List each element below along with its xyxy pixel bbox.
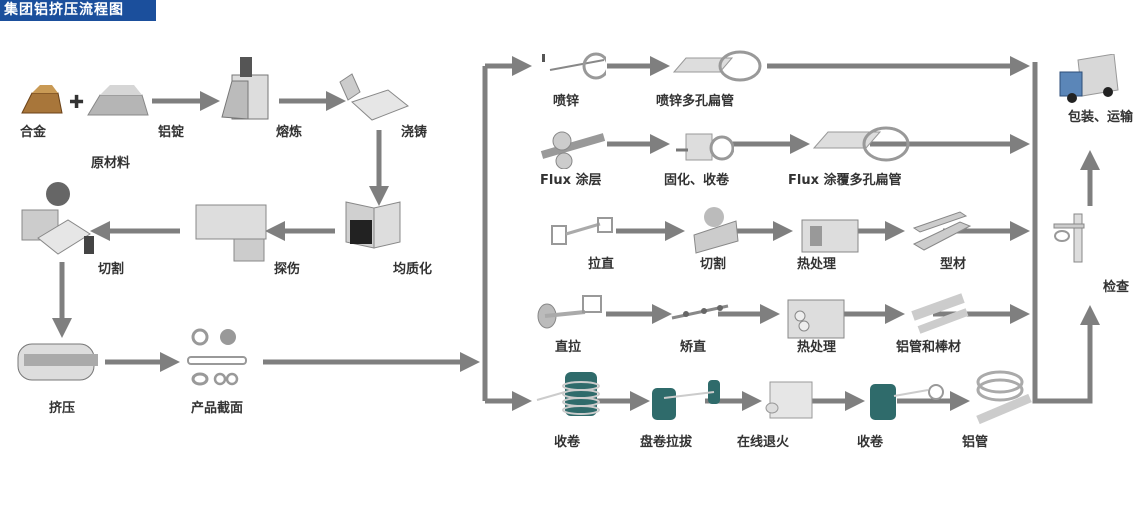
- saw-icon: [21, 182, 94, 255]
- coil-icon: [536, 372, 600, 416]
- label-drawing: 直拉: [555, 340, 582, 355]
- flux-tube-icon: [812, 126, 910, 162]
- casting-icon: [339, 73, 409, 121]
- flux-roller-icon: [540, 131, 606, 169]
- label-flaw-detection: 探伤: [274, 262, 301, 277]
- label-heat-treatment-1: 热处理: [797, 257, 837, 272]
- label-cutting-2: 切割: [700, 257, 727, 272]
- straighten-icon: [671, 304, 729, 320]
- label-coiling-2: 收卷: [857, 435, 884, 450]
- caliper-icon: [1053, 213, 1085, 263]
- furnace-icon: [221, 57, 269, 120]
- label-flux-tube: Flux 涂覆多孔扁管: [788, 173, 902, 188]
- recoil-icon: [870, 384, 944, 420]
- cure-coil-icon: [676, 133, 734, 161]
- heat-treat-tube-icon: [787, 299, 845, 339]
- label-ingot: 铝锭: [158, 125, 185, 140]
- label-straightening: 矫直: [680, 340, 707, 355]
- alloy-icon: [21, 85, 63, 114]
- label-inspection: 检查: [1103, 280, 1130, 295]
- label-cure-coil: 固化、收卷: [664, 173, 730, 188]
- label-stretching: 拉直: [588, 257, 615, 272]
- label-coiling-1: 收卷: [554, 435, 581, 450]
- cross-section-icon: [187, 328, 247, 386]
- label-zinc-tube: 喷锌多孔扁管: [656, 94, 735, 109]
- anneal-icon: [765, 381, 813, 419]
- zinc-tube-icon: [672, 50, 762, 82]
- label-zinc-spray: 喷锌: [553, 94, 580, 109]
- label-raw-material: 原材料: [91, 156, 131, 171]
- label-coil-drawing: 盘卷拉拔: [640, 435, 693, 450]
- profile-icon: [912, 211, 972, 251]
- label-cutting-1: 切割: [98, 262, 125, 277]
- heat-treat-icon: [801, 219, 859, 253]
- stretch-icon: [551, 217, 613, 245]
- label-alloy: 合金: [20, 125, 47, 140]
- cutting-icon: [693, 207, 739, 254]
- plus-icon: ✚: [69, 92, 85, 113]
- coil-draw-icon: [652, 380, 720, 420]
- flaw-detect-icon: [195, 204, 267, 262]
- label-profile: 型材: [940, 257, 967, 272]
- page-title: 集团铝挤压流程图: [0, 0, 156, 21]
- truck-icon: [1059, 54, 1119, 103]
- collector-bus: [1032, 62, 1100, 404]
- zinc-spray-icon: [542, 52, 606, 80]
- extruder-icon: [17, 343, 98, 381]
- label-inline-annealing: 在线退火: [737, 435, 790, 450]
- label-melting: 熔炼: [276, 125, 303, 140]
- label-pack-ship: 包装、运输: [1068, 110, 1134, 125]
- aluminum-tube-icon: [976, 370, 1032, 425]
- label-aluminum-tube: 铝管: [962, 435, 989, 450]
- label-casting: 浇铸: [401, 125, 428, 140]
- label-homogenization: 均质化: [393, 262, 433, 277]
- label-flux-coating: Flux 涂层: [540, 173, 602, 188]
- homogenize-icon: [345, 201, 401, 249]
- label-extrusion: 挤压: [49, 401, 76, 416]
- label-heat-treatment-2: 热处理: [797, 340, 837, 355]
- ingot-icon: [87, 85, 149, 116]
- label-tube-rod: 铝管和棒材: [896, 340, 962, 355]
- draw-icon: [537, 295, 602, 329]
- tube-rod-icon: [911, 293, 969, 334]
- label-cross-section: 产品截面: [191, 401, 244, 416]
